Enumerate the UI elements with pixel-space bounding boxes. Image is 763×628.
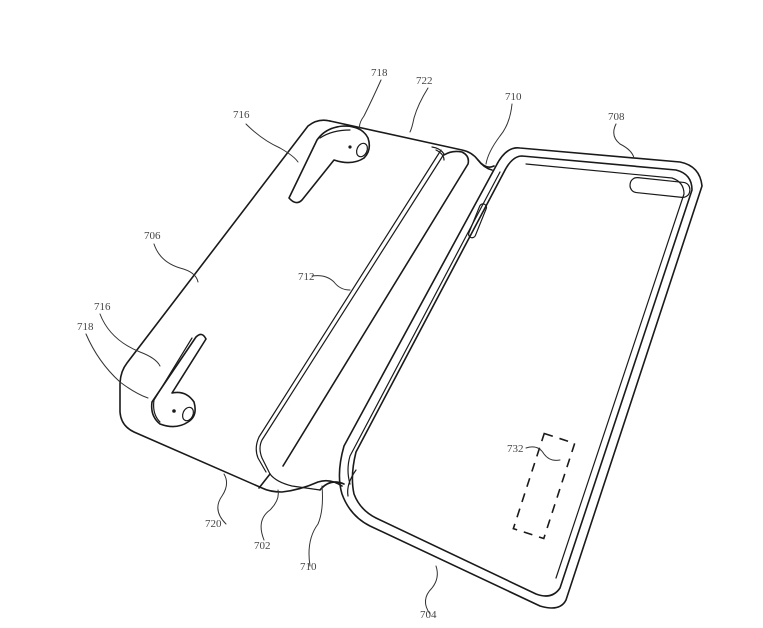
label-718-bottom: 718 — [77, 321, 94, 333]
label-706: 706 — [144, 230, 161, 242]
label-720: 720 — [205, 518, 222, 530]
label-710-top: 710 — [505, 91, 522, 103]
earbud-top — [288, 125, 371, 204]
label-702: 702 — [254, 540, 271, 552]
label-716-top: 716 — [233, 109, 250, 121]
label-704: 704 — [420, 609, 437, 621]
right-phone-shell — [338, 147, 703, 609]
leader-lines — [85, 79, 635, 615]
label-708: 708 — [608, 111, 625, 123]
earbud-bottom — [150, 333, 207, 428]
embedded-component-outline — [512, 432, 576, 540]
label-716-bottom: 716 — [94, 301, 111, 313]
label-718-top: 718 — [371, 67, 388, 79]
label-732: 732 — [507, 443, 524, 455]
left-cover-panel — [119, 119, 493, 493]
label-712: 712 — [298, 271, 315, 283]
spine-hinge — [319, 159, 495, 497]
label-722: 722 — [416, 75, 433, 87]
reference-numerals: 718 722 716 710 708 706 712 716 718 732 … — [77, 67, 625, 621]
label-710-bottom: 710 — [300, 561, 317, 573]
